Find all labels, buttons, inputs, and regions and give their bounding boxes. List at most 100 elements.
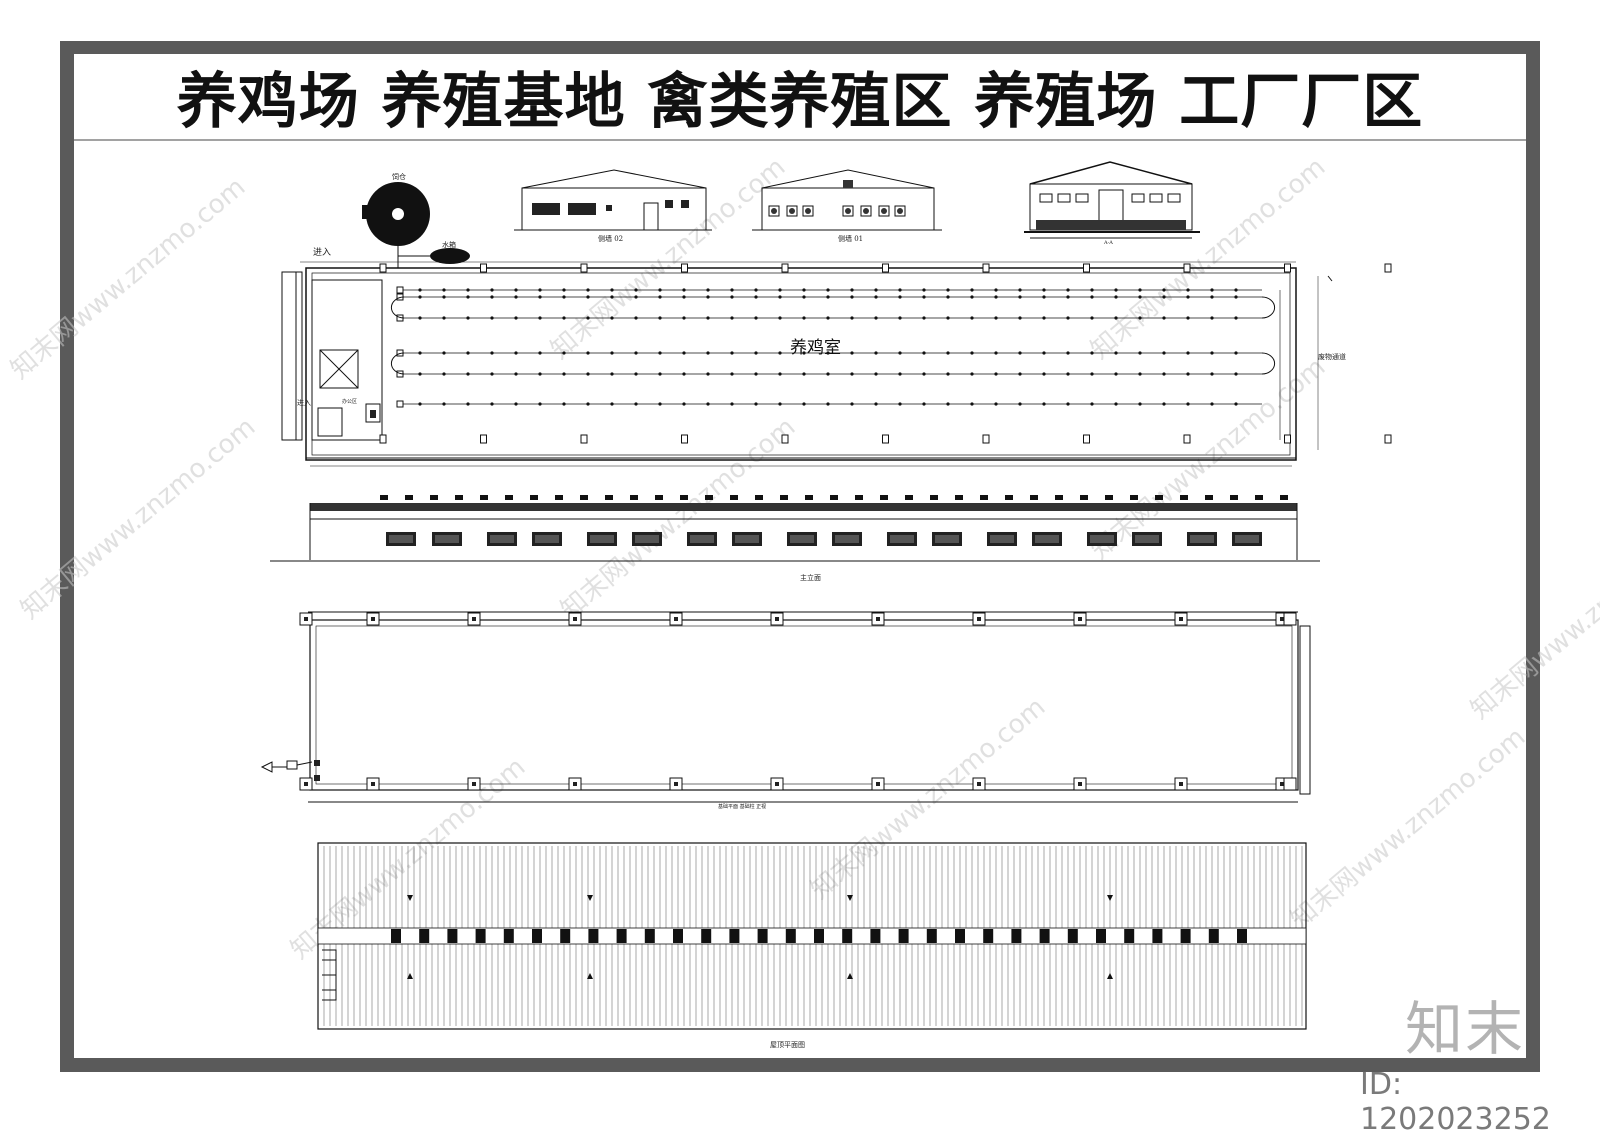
watermark-id: ID: 1202023252 <box>1360 1067 1551 1137</box>
column-marker <box>1183 434 1191 444</box>
fan-symbol <box>894 205 906 217</box>
fan-symbol <box>860 205 872 217</box>
elevation-section <box>1024 161 1200 239</box>
ridge-vent <box>1180 929 1191 943</box>
ridge-vent <box>1152 929 1163 943</box>
room-label: 养鸡室 <box>790 338 841 358</box>
roof-vent <box>1255 495 1263 500</box>
roof-vent <box>980 495 988 500</box>
column-marker <box>1083 434 1090 444</box>
roof-vent <box>930 495 938 500</box>
section-label: A-A <box>1104 240 1113 246</box>
entry-top-label: 进入 <box>313 248 332 258</box>
slope-arrow <box>587 895 593 901</box>
roof-vent <box>430 495 438 500</box>
slope-arrow <box>407 973 413 979</box>
column-marker <box>1284 434 1291 444</box>
ridge-vent <box>955 929 965 943</box>
roof-vent <box>380 495 388 500</box>
section-window <box>1149 193 1163 203</box>
column-marker <box>1384 263 1392 273</box>
ridge-vent <box>1124 929 1135 943</box>
column-marker <box>882 434 889 444</box>
ridge-vent <box>1096 929 1106 943</box>
roof-vent <box>1080 495 1088 500</box>
roof-vent <box>480 495 488 500</box>
roof-vent <box>630 495 638 500</box>
ridge-vent <box>616 929 627 943</box>
roof-vent <box>830 495 838 500</box>
roof-vent <box>530 495 538 500</box>
column-marker <box>580 263 588 273</box>
column-marker <box>1384 434 1392 444</box>
section-window <box>1075 193 1089 203</box>
roof-plan <box>317 842 1307 1030</box>
roof-vent <box>1180 495 1188 500</box>
column-marker <box>982 263 990 273</box>
ridge-vent <box>757 929 768 943</box>
roof-vent <box>1155 495 1163 500</box>
ridge-vent <box>503 929 514 943</box>
ridge-vent <box>701 929 712 943</box>
roof-vent <box>880 495 888 500</box>
ridge-vent <box>842 929 853 943</box>
ridge-vent <box>785 929 796 943</box>
roof-vent <box>505 495 513 500</box>
foundation-plan <box>260 611 1311 803</box>
floor-plan <box>281 261 1392 467</box>
page-title: 养鸡场 养殖基地 禽类养殖区 养殖场 工厂厂区 <box>176 67 1424 137</box>
footing <box>1283 777 1297 791</box>
water-tank-symbol <box>430 248 470 264</box>
fan-symbol <box>878 205 890 217</box>
fan-symbol <box>768 205 780 217</box>
fan-symbol <box>786 205 798 217</box>
roof-vent <box>1105 495 1113 500</box>
ridge-vent <box>1039 929 1050 943</box>
roof-vent <box>1130 495 1138 500</box>
ridge-vent <box>926 929 937 943</box>
column-marker <box>480 263 487 273</box>
slope-arrow <box>1107 895 1113 901</box>
foundation-plan-label: 基础平面 基础柱 正视 <box>718 804 767 810</box>
slope-arrow <box>847 895 853 901</box>
section-window <box>1039 193 1053 203</box>
slope-arrow <box>1107 973 1113 979</box>
roof-vent <box>1230 495 1238 500</box>
ridge-vent <box>1237 929 1247 943</box>
elevation-side-02 <box>514 169 712 231</box>
column-marker <box>681 434 688 444</box>
column-marker <box>781 434 789 444</box>
ridge-vent <box>983 929 994 943</box>
roof-vent <box>580 495 588 500</box>
column-marker <box>379 263 387 273</box>
column-marker <box>681 263 688 273</box>
ridge-vent <box>1011 929 1022 943</box>
entry-side-label: 进入 <box>297 399 311 407</box>
office-label: 办公区 <box>342 399 358 405</box>
roof-vent <box>905 495 913 500</box>
main-elevation <box>270 495 1320 562</box>
elevation-02-label: 侧墙 02 <box>598 235 624 243</box>
ridge-vent <box>729 929 740 943</box>
slope-arrow <box>407 895 413 901</box>
roof-vent <box>805 495 813 500</box>
column-marker <box>882 263 889 273</box>
roof-vent <box>1055 495 1063 500</box>
fan-symbol <box>802 205 814 217</box>
ridge-vent <box>644 929 655 943</box>
ridge-vent <box>588 929 599 943</box>
ridge-vent <box>532 929 542 943</box>
ridge-vent <box>560 929 571 943</box>
ridge-vent <box>814 929 824 943</box>
watermark-logo: 知末 <box>1405 995 1526 1063</box>
roof-vent <box>855 495 863 500</box>
elevation-01-label: 侧墙 01 <box>838 235 864 243</box>
roof-vent <box>955 495 963 500</box>
column-marker <box>1083 263 1090 273</box>
roof-vent <box>1280 495 1288 500</box>
water-tank-label: 水箱 <box>442 241 456 249</box>
section-window <box>1131 193 1145 203</box>
column-marker <box>480 434 487 444</box>
roof-vent <box>605 495 613 500</box>
